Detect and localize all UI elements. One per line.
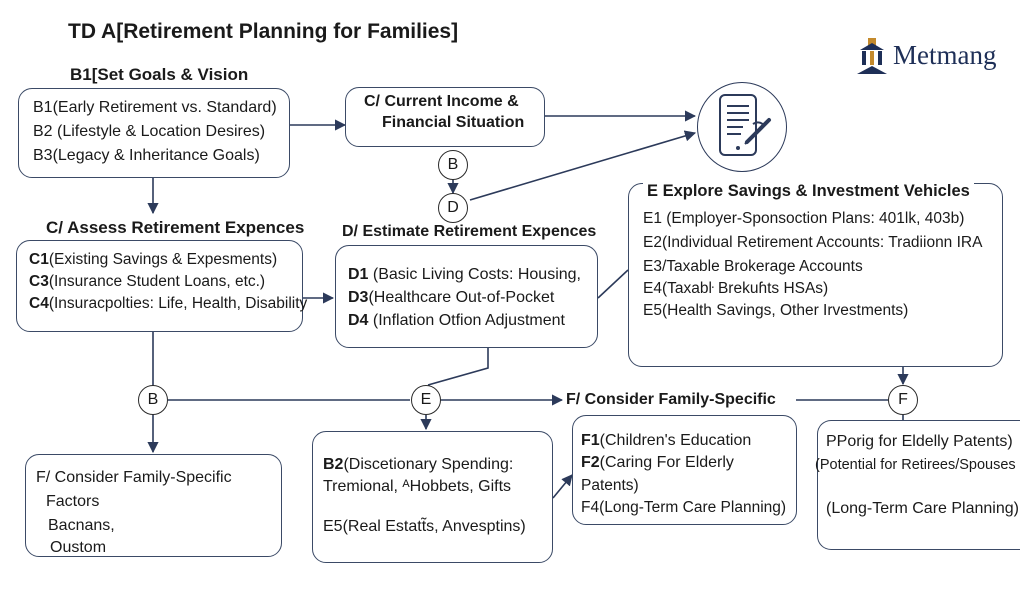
f-family-line-3: Bacnans, [48, 517, 115, 534]
d-estimate-heading: D/ Estimate Retirement Expences [342, 223, 597, 240]
d-estimate-box: D1 (Basic Living Costs: Housing, D3(Heal… [335, 245, 598, 348]
f1-line-1: F1(Children's Education [581, 432, 751, 450]
d3-text: (Healthcare Out-of-Pocket [368, 289, 555, 306]
p-line-1: PPorig for Eldelly Patents) [826, 433, 1013, 450]
c-assess-box: C1(Existing Savings & Expesments) C3(Ins… [16, 240, 307, 332]
c1-code: C1 [29, 251, 49, 268]
tablet-document-pen-icon [719, 94, 771, 156]
elderly-parents-box: PPorig for Eldelly Patents) (Potential f… [815, 420, 1020, 550]
p-line-4: (Long-Term Care Planning) [826, 500, 1019, 517]
node-f-mid: F [888, 385, 918, 415]
current-income-line-2: Financial Situation [382, 114, 525, 131]
f-family-box: F/ Consider Family-Specific Factors Bacn… [25, 454, 282, 557]
p-line-2: (Potential for Retirees/Spouses [815, 457, 1016, 473]
f1-line-4: F4(Long-Term Care Planning) [581, 499, 787, 516]
f-family-line-2: Factors [46, 493, 100, 510]
b2-discretionary-box: B2(Discetionary Spending: Tremional, ᴬHo… [312, 431, 553, 563]
node-e-mid: E [411, 385, 441, 415]
e-explore-line-4: E4(Taxabŀ Brekuɦts HSAs) [643, 280, 829, 297]
f1-children-box: F1(Children's Education F2(Caring For El… [572, 415, 797, 525]
c3-text: (Insurance Student Loans, etc.) [48, 273, 266, 290]
e-explore-line-2: E2(Individual Retirement Accounts: Tradi… [643, 234, 983, 251]
e-explore-line-5: E5(Health Savings, Other Irvestments) [643, 302, 909, 319]
device-circle [697, 82, 787, 172]
e-explore-heading: E Explore Savings & Investment Vehicles [643, 182, 974, 201]
f-family-line-4: Oustom [50, 539, 107, 556]
c-assess-line-1: C1(Existing Savings & Expesments) [29, 251, 277, 269]
b1-line-1: B1(Early Retirement vs. Standard) [33, 99, 277, 116]
b1-heading: B1[Set Goals & Vision [70, 65, 249, 84]
logo [855, 36, 1015, 78]
b1-line-3: B3(Legacy & Inheritance Goals) [33, 147, 260, 164]
b2-text-1: (Discetionary Spending: [343, 456, 514, 473]
b2-line-2: Tremional, ᴬHobbets, Gifts [323, 478, 512, 495]
c-assess-line-2: C3(Insurance Student Loans, etc.) [29, 273, 265, 291]
f2-code: F2 [581, 454, 600, 471]
e-explore-line-3: E3/Taxable Brokerage Accounts [643, 258, 863, 275]
d-estimate-line-2: D3(Healthcare Out-of-Pocket [348, 289, 554, 307]
b1-line-2: B2 (Lifestyle & Location Desires) [33, 123, 266, 140]
f-family-line-1: F/ Consider Family-Specific [36, 469, 232, 486]
f2-text: (Caring For Elderly [599, 454, 734, 471]
arrow-d-to-device [469, 130, 697, 201]
logo-text: Metmang [893, 40, 997, 70]
f1-code: F1 [581, 432, 600, 449]
line-d-to-e [597, 269, 629, 299]
current-income-line-1: C/ Current Income & [364, 93, 519, 110]
c-assess-line-3: C4(Insuracpolties: Life, Health, Disabil… [29, 295, 307, 313]
b2-line-4: E5(Real Estatt̃s, Anvesptins) [323, 518, 526, 535]
c-assess-heading: C/ Assess Retirement Expences [46, 218, 305, 237]
node-d: D [438, 193, 468, 223]
f-consider-label: F/ Consider Family-Specific [566, 391, 776, 408]
e-explore-line-1: E1 (Employer-Sponsoction Plans: 401lk, 4… [643, 210, 965, 227]
c3-code: C3 [29, 273, 49, 290]
current-income-box: C/ Current Income & Financial Situation [345, 87, 545, 147]
d3-code: D3 [348, 289, 369, 306]
d-estimate-line-3: D4 (Inflation Otfion Adjustment [348, 312, 565, 330]
d1-code: D1 [348, 266, 369, 283]
b1-box: B1(Early Retirement vs. Standard) B2 (Li… [18, 88, 290, 178]
diagram-title: TD A[Retirement Planning for Families] [68, 20, 459, 43]
d-estimate-line-1: D1 (Basic Living Costs: Housing, [348, 266, 581, 284]
e-explore-box: E Explore Savings & Investment Vehicles … [628, 182, 1003, 367]
node-b-mid: B [138, 385, 168, 415]
temple-building-icon [857, 38, 887, 74]
f1-line-2: F2(Caring For Elderly [581, 454, 734, 472]
c1-text: (Existing Savings & Expesments) [48, 251, 278, 268]
line-d-to-e-node [427, 348, 489, 386]
d1-text: (Basic Living Costs: Housing, [368, 266, 581, 283]
b2-code: B2 [323, 456, 344, 473]
d4-text: (Inflation Otfion Adjustment [368, 312, 565, 329]
f1-line-3: Patents) [581, 477, 639, 494]
c4-text: (Insuracpolties: Life, Health, Disabilit… [48, 295, 308, 312]
node-b-top: B [438, 150, 468, 180]
b2-line-1: B2(Discetionary Spending: [323, 456, 513, 474]
c4-code: C4 [29, 295, 49, 312]
f1-text: (Children's Education [599, 432, 752, 449]
d4-code: D4 [348, 312, 369, 329]
arrow-b2-to-f1 [552, 474, 573, 499]
